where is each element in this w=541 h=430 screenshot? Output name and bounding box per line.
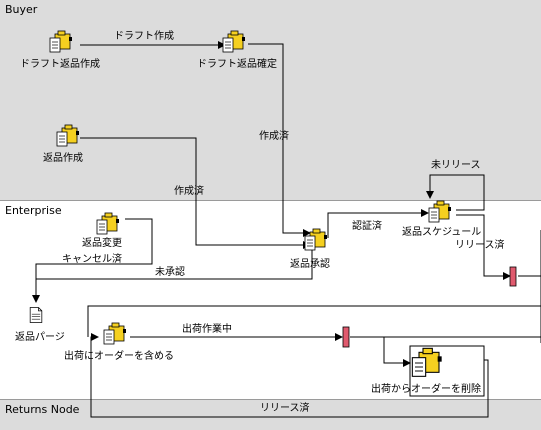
node-label-draft-create: ドラフト返品作成 — [20, 58, 100, 70]
edge-unreleased-line — [426, 174, 485, 211]
document-icon — [29, 307, 43, 323]
node-return-create[interactable]: 返品作成 — [43, 124, 83, 164]
workflow-node-icon — [56, 124, 80, 147]
node-include-in-shipment[interactable]: 出荷にオーダーを含める — [64, 322, 174, 362]
lane-label-enterprise: Enterprise — [5, 204, 62, 217]
workflow-node-icon — [49, 30, 73, 53]
edge-label-unapproved: 未承認 — [155, 265, 185, 278]
node-return-change[interactable]: 返品変更 — [82, 212, 122, 249]
workflow-node-icon — [304, 228, 328, 251]
release-gate — [509, 266, 517, 287]
edge-cancelled-line — [32, 218, 153, 303]
node-return-schedule[interactable]: 返品スケジュール — [402, 200, 481, 238]
workflow-node-icon — [428, 200, 452, 223]
edge-label-released-1: リリース済 — [455, 238, 505, 251]
edge-label-shipping: 出荷作業中 — [182, 322, 232, 335]
edge-released-1-line — [456, 214, 511, 280]
edge-label-created-2: 作成済 — [174, 184, 204, 197]
lane-label-buyer: Buyer — [5, 3, 38, 16]
workflow-node-icon — [96, 212, 120, 235]
lane-label-returns-node: Returns Node — [5, 403, 80, 416]
node-label-return-change: 返品変更 — [82, 236, 122, 249]
edge-label-draft-created: ドラフト作成 — [114, 30, 174, 42]
edge-label-created-1: 作成済 — [259, 129, 289, 142]
lane-enterprise: Enterprise — [0, 201, 541, 400]
edge-authorized-line — [327, 209, 429, 238]
node-draft-create[interactable]: ドラフト返品作成 — [20, 30, 100, 70]
edge-from-shipping-gate-line — [350, 336, 411, 367]
edge-label-released-2: リリース済 — [260, 401, 310, 414]
node-label-return-purge: 返品パージ — [15, 331, 65, 343]
workflow-node-icon — [103, 322, 127, 345]
node-selection-frame — [409, 345, 485, 397]
edge-created-2-line — [80, 137, 311, 249]
node-return-approve[interactable]: 返品承認 — [290, 228, 330, 270]
edge-unapproved-line — [36, 248, 313, 280]
node-remove-from-shipment[interactable]: 出荷からオーダーを削除 — [371, 345, 485, 397]
node-label-return-schedule: 返品スケジュール — [402, 226, 481, 238]
edge-released-2-line — [90, 333, 489, 418]
edge-label-authorized: 認証済 — [352, 219, 382, 232]
node-return-purge[interactable]: 返品パージ — [15, 307, 65, 344]
edge-top-loop-line — [87, 305, 541, 337]
workflow-node-icon — [411, 347, 443, 378]
node-label-remove-from-shipment: 出荷からオーダーを削除 — [371, 382, 481, 395]
edge-label-cancelled: キャンセル済 — [62, 252, 122, 265]
shipping-gate — [342, 326, 350, 348]
node-draft-confirm[interactable]: ドラフト返品確定 — [197, 30, 277, 70]
node-label-include-in-shipment: 出荷にオーダーを含める — [64, 349, 174, 362]
node-label-return-approve: 返品承認 — [290, 257, 330, 270]
edge-label-unreleased: 未リリース — [431, 159, 481, 171]
lane-returns-node: Returns Node — [0, 400, 541, 430]
workflow-node-icon — [222, 30, 246, 53]
node-label-return-create: 返品作成 — [43, 152, 83, 164]
node-label-draft-confirm: ドラフト返品確定 — [197, 57, 277, 70]
lane-buyer: Buyer — [0, 0, 541, 201]
edge-created-1-line — [248, 43, 311, 237]
